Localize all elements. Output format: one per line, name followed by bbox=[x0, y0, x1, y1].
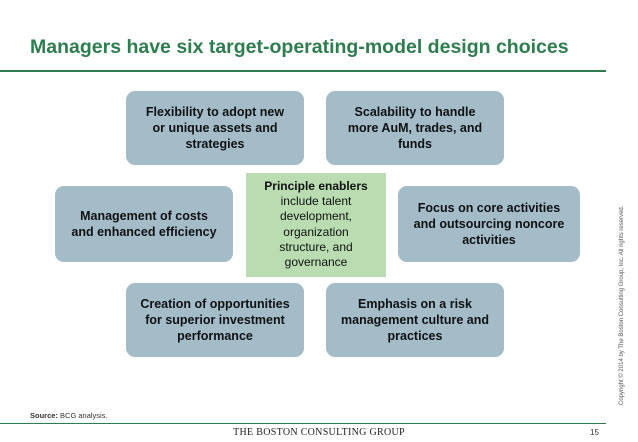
enablers-line: include talent bbox=[280, 194, 352, 209]
source-note: Source: BCG analysis. bbox=[30, 411, 108, 420]
enablers-line: organization bbox=[283, 224, 349, 239]
choice-line: management culture and bbox=[341, 312, 489, 327]
source-label: Source: bbox=[30, 411, 58, 420]
choice-line: Focus on core activities bbox=[417, 200, 561, 215]
choice-line: and enhanced efficiency bbox=[71, 225, 217, 239]
choice-line: more AuM, trades, and bbox=[347, 120, 483, 135]
choice-flexibility: Flexibility to adopt new or unique asset… bbox=[126, 91, 304, 165]
page-number: 15 bbox=[590, 428, 599, 437]
source-text: BCG analysis. bbox=[60, 411, 108, 420]
title-divider bbox=[0, 70, 606, 72]
choice-line: performance bbox=[177, 329, 253, 344]
choice-line: for superior investment bbox=[145, 312, 285, 327]
choice-line: Management of costs bbox=[80, 208, 208, 223]
choice-risk-culture: Emphasis on a risk management culture an… bbox=[326, 283, 504, 357]
footer-divider bbox=[0, 423, 606, 424]
bcg-logo: THE BOSTON CONSULTING GROUP bbox=[233, 427, 405, 438]
choice-line: or unique assets and bbox=[152, 120, 278, 135]
choice-line: Flexibility to adopt new bbox=[145, 104, 285, 119]
choice-line: strategies bbox=[185, 137, 245, 152]
choice-core-focus: Focus on core activities and outsourcing… bbox=[398, 186, 580, 262]
principle-enablers-box: Principle enablers include talent develo… bbox=[246, 173, 386, 277]
enablers-line: structure, and bbox=[279, 239, 353, 254]
enablers-line: governance bbox=[284, 255, 348, 270]
choice-line: activities bbox=[462, 233, 516, 248]
slide-title: Managers have six target-operating-model… bbox=[30, 36, 569, 58]
choice-line: and outsourcing noncore bbox=[413, 216, 565, 231]
choice-line: funds bbox=[397, 137, 432, 152]
choice-line: Emphasis on a risk bbox=[358, 296, 472, 311]
choice-line: Scalability to handle bbox=[354, 104, 476, 119]
choice-scalability: Scalability to handle more AuM, trades, … bbox=[326, 91, 504, 165]
choice-line: Creation of opportunities bbox=[140, 296, 290, 311]
choice-line: practices bbox=[387, 329, 443, 344]
copyright-notice: Copyright © 2014 by The Boston Consultin… bbox=[619, 205, 625, 405]
enablers-line: development, bbox=[279, 209, 353, 224]
enablers-heading: Principle enablers bbox=[264, 179, 368, 193]
choice-investment-performance: Creation of opportunities for superior i… bbox=[126, 283, 304, 357]
choice-cost-management: Management of costs and enhanced efficie… bbox=[55, 186, 233, 262]
